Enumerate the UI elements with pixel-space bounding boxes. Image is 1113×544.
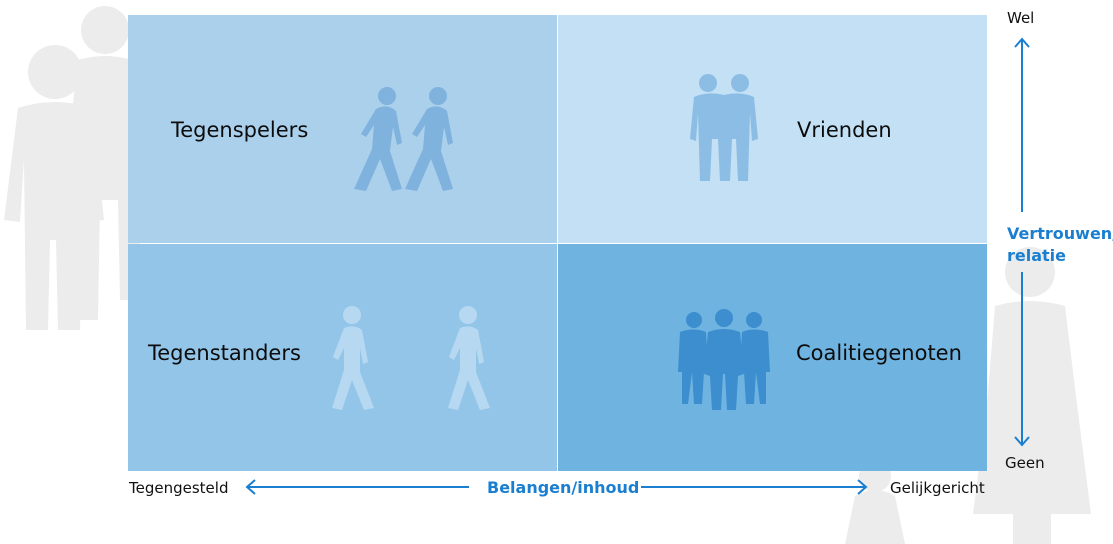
quadrant-label-tegenstanders: Tegenstanders xyxy=(148,341,301,365)
x-axis-left-label: Tegengesteld xyxy=(129,479,229,497)
quadrant-label-vrienden: Vrienden xyxy=(797,118,892,142)
y-axis-bottom-label: Geen xyxy=(1005,454,1045,472)
y-axis-up-arrow xyxy=(1014,37,1030,212)
y-axis-title-line1: Vertrouwen/ xyxy=(1007,224,1113,243)
x-axis-title: Belangen/inhoud xyxy=(487,478,640,497)
y-axis-title-line2: relatie xyxy=(1007,246,1067,265)
y-axis-top-label: Wel xyxy=(1007,9,1035,27)
quadrant-label-tegenspelers: Tegenspelers xyxy=(171,118,309,142)
quadrant-label-coalitiegenoten: Coalitiegenoten xyxy=(796,341,962,365)
x-axis-right-arrow xyxy=(641,479,868,495)
quadrant-tegenspelers: Tegenspelers xyxy=(128,15,557,243)
quadrant-vrienden: Vrienden xyxy=(558,15,987,243)
two-walking-people-icon xyxy=(354,87,453,191)
x-axis-left-arrow xyxy=(245,479,469,495)
quadrant-coalitiegenoten: Coalitiegenoten xyxy=(558,244,987,471)
background-people-left-illustration xyxy=(4,6,140,330)
quadrant-tegenstanders: Tegenstanders xyxy=(128,244,557,471)
x-axis-right-label: Gelijkgericht xyxy=(890,479,985,497)
two-walking-apart-people-icon xyxy=(332,306,490,410)
group-of-three-people-icon xyxy=(678,309,770,410)
y-axis-down-arrow xyxy=(1014,272,1030,447)
two-people-arm-in-arm-icon xyxy=(690,74,758,181)
